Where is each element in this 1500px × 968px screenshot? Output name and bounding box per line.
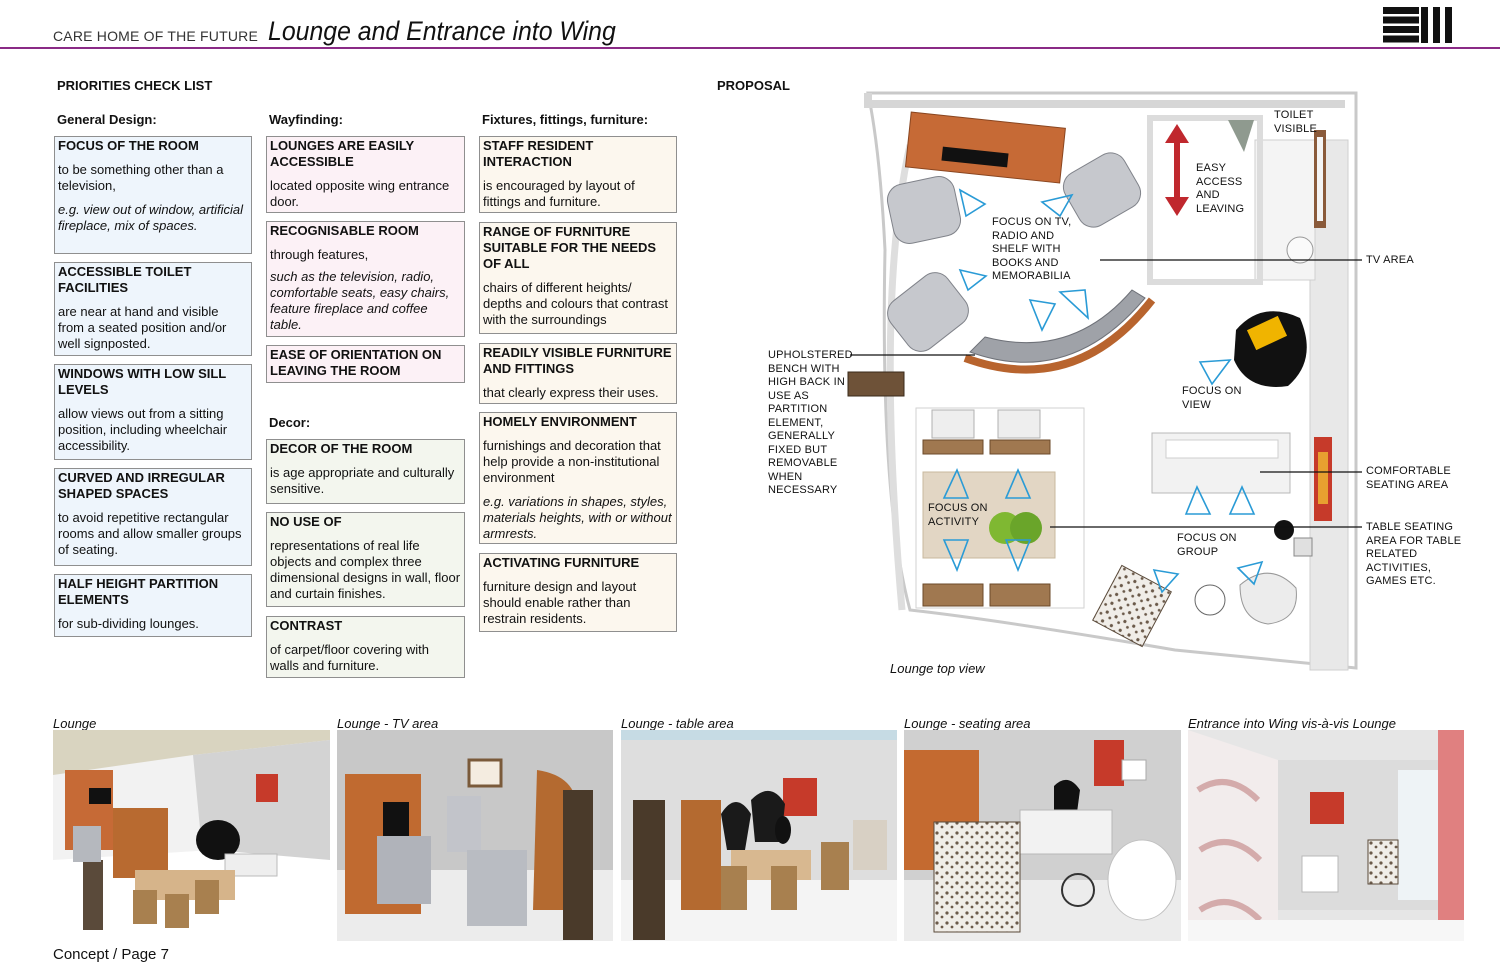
item-text: that clearly express their uses. [483, 385, 659, 400]
item-text: of carpet/floor covering with walls and … [270, 642, 429, 673]
label-table-seating: TABLE SEATING AREA FOR TABLE RELATED ACT… [1366, 521, 1462, 587]
item-heading: HOMELY ENVIRONMENT [483, 414, 637, 429]
photo-entrance [1188, 730, 1464, 941]
item-text: allow views out from a sitting position,… [58, 406, 228, 453]
photo-caption-entrance: Entrance into Wing vis-à-vis Lounge [1188, 716, 1396, 731]
label-focus-view: FOCUS ON VIEW [1182, 385, 1242, 411]
checklist-item-no-use-of: NO USE OF representations of real life o… [266, 512, 465, 607]
label-focus-group: FOCUS ON GROUP [1177, 532, 1237, 558]
checklist-item-windows-low-sill: WINDOWS WITH LOW SILL LEVELS allow views… [54, 364, 252, 460]
item-text: to be something other than a television, [58, 162, 224, 193]
checklist-item-range-of-furniture: RANGE OF FURNITURE SUITABLE FOR THE NEED… [479, 222, 677, 334]
item-text: chairs of different heights/ depths and … [483, 280, 669, 327]
lounge-floor-plan [847, 91, 1362, 671]
item-text: located opposite wing entrance door. [270, 178, 450, 209]
item-heading: ACCESSIBLE TOILET FACILITIES [58, 264, 192, 295]
photo-caption-seating-area: Lounge - seating area [904, 716, 1031, 731]
label-focus-tv: FOCUS ON TV, RADIO AND SHELF WITH BOOKS … [992, 216, 1072, 282]
checklist-item-contrast: CONTRAST of carpet/floor covering with w… [266, 616, 465, 678]
label-comfortable-seating: COMFORTABLE SEATING AREA [1366, 465, 1451, 491]
item-text: are near at hand and visible from a seat… [58, 304, 227, 351]
fixtures-title: Fixtures, fittings, furniture: [482, 112, 649, 127]
plan-caption: Lounge top view [890, 661, 985, 676]
checklist-item-recognisable-room: RECOGNISABLE ROOM through features, such… [266, 221, 465, 337]
item-heading: LOUNGES ARE EASILY ACCESSIBLE [270, 138, 414, 169]
item-text: through features, [270, 247, 369, 262]
label-tv-area: TV AREA [1366, 254, 1414, 266]
photo-caption-tv-area: Lounge - TV area [337, 716, 439, 731]
item-heading: CURVED AND IRREGULAR SHAPED SPACES [58, 470, 225, 501]
checklist-item-half-height-partition: HALF HEIGHT PARTITION ELEMENTS for sub-d… [54, 574, 252, 637]
footer-page-number: Concept / Page 7 [53, 946, 169, 963]
label-toilet-visible: TOILET VISIBLE [1274, 109, 1317, 135]
checklist-item-lounges-accessible: LOUNGES ARE EASILY ACCESSIBLE located op… [266, 136, 465, 213]
item-heading: RECOGNISABLE ROOM [270, 223, 419, 238]
item-heading: RANGE OF FURNITURE SUITABLE FOR THE NEED… [483, 224, 657, 271]
checklist-item-curved-spaces: CURVED AND IRREGULAR SHAPED SPACES to av… [54, 468, 252, 566]
label-upholstered-bench: UPHOLSTERED BENCH WITH HIGH BACK IN USE … [768, 349, 853, 496]
photo-seating-area [904, 730, 1181, 941]
photo-caption-lounge: Lounge [53, 716, 97, 731]
checklist-item-accessible-toilet: ACCESSIBLE TOILET FACILITIES are near at… [54, 262, 252, 356]
item-heading: NO USE OF [270, 514, 342, 529]
item-text: representations of real life objects and… [270, 538, 461, 601]
checklist-item-homely-environment: HOMELY ENVIRONMENT furnishings and decor… [479, 412, 677, 544]
item-heading: FOCUS OF THE ROOM [58, 138, 199, 153]
page-title: Lounge and Entrance into Wing [268, 16, 616, 46]
photo-lounge [53, 730, 330, 941]
checklist-item-activating-furniture: ACTIVATING FURNITURE furniture design an… [479, 553, 677, 632]
item-example: such as the television, radio, comfortab… [270, 269, 450, 332]
header-rule [0, 47, 1500, 49]
logo-icon [1383, 7, 1452, 43]
checklist-title: PRIORITIES CHECK LIST [57, 78, 213, 93]
item-heading: HALF HEIGHT PARTITION ELEMENTS [58, 576, 219, 607]
label-focus-activity: FOCUS ON ACTIVITY [928, 502, 988, 528]
decor-title: Decor: [269, 415, 311, 430]
label-easy-access: EASY ACCESS AND LEAVING [1196, 162, 1245, 215]
item-heading: DECOR OF THE ROOM [270, 441, 413, 456]
item-heading: EASE OF ORIENTATION ON LEAVING THE ROOM [270, 347, 442, 378]
item-text: to avoid repetitive rectangular rooms an… [58, 510, 242, 557]
item-text: furnishings and decoration that help pro… [483, 438, 661, 485]
checklist-item-decor-of-room: DECOR OF THE ROOM is age appropriate and… [266, 439, 465, 504]
photo-table-area [621, 730, 897, 941]
item-text: for sub-dividing lounges. [58, 616, 199, 631]
item-text: is encouraged by layout of fittings and … [483, 178, 635, 209]
item-text: is age appropriate and culturally sensit… [270, 465, 455, 496]
photo-caption-table-area: Lounge - table area [621, 716, 734, 731]
item-heading: WINDOWS WITH LOW SILL LEVELS [58, 366, 227, 397]
wayfinding-title: Wayfinding: [269, 112, 343, 127]
item-heading: ACTIVATING FURNITURE [483, 555, 640, 570]
item-heading: STAFF RESIDENT INTERACTION [483, 138, 594, 169]
item-heading: CONTRAST [270, 618, 343, 633]
item-text: furniture design and layout should enabl… [483, 579, 637, 626]
checklist-item-readily-visible: READILY VISIBLE FURNITURE AND FITTINGS t… [479, 343, 677, 404]
item-heading: READILY VISIBLE FURNITURE AND FITTINGS [483, 345, 672, 376]
checklist-item-staff-interaction: STAFF RESIDENT INTERACTION is encouraged… [479, 136, 677, 213]
photo-tv-area [337, 730, 613, 941]
checklist-item-ease-of-orientation: EASE OF ORIENTATION ON LEAVING THE ROOM [266, 345, 465, 383]
general-design-title: General Design: [57, 112, 157, 127]
header-subtitle: CARE HOME OF THE FUTURE [53, 28, 259, 44]
proposal-title: PROPOSAL [717, 78, 790, 93]
item-example: e.g. variations in shapes, styles, mater… [483, 494, 672, 541]
item-example: e.g. view out of window, artificial fire… [58, 202, 243, 233]
checklist-item-focus-of-room: FOCUS OF THE ROOM to be something other … [54, 136, 252, 254]
